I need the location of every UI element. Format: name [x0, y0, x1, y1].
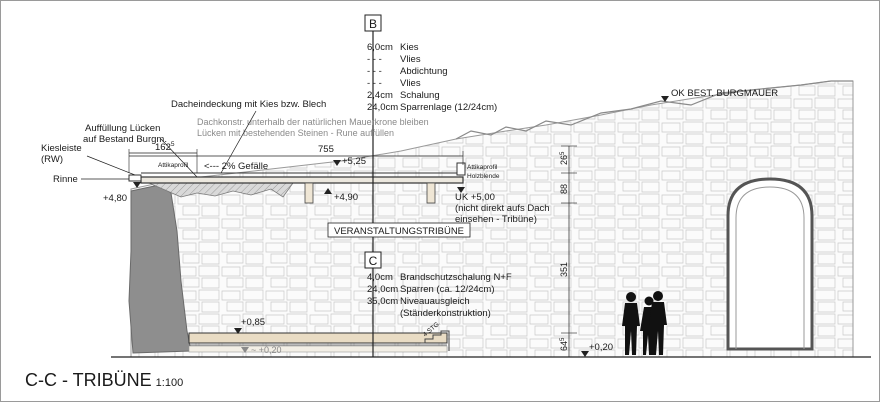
roof-fill — [148, 182, 294, 198]
svg-text:Brandschutzschalung N+F: Brandschutzschalung N+F — [400, 272, 512, 283]
svg-text:+5,25: +5,25 — [342, 156, 366, 167]
dim-h1: 265 — [559, 151, 569, 165]
kiesleiste-label: Kiesleiste — [41, 143, 82, 154]
stairs — [421, 330, 450, 351]
svg-text:4,0cm: 4,0cm — [367, 272, 393, 283]
note-line-1: Dachkonstr. unterhalb der natürlichen Ma… — [197, 117, 429, 127]
level-085: +0,85 — [241, 317, 265, 328]
uk-label-3: einsehen - Tribüne) — [455, 214, 537, 225]
svg-text:Schalung: Schalung — [400, 90, 440, 101]
svg-text:Vlies: Vlies — [400, 78, 421, 89]
post — [426, 182, 436, 204]
wall-crown — [455, 80, 853, 140]
uk-marker — [457, 187, 465, 193]
tribune-title: VERANSTALTUNGSTRIBÜNE — [334, 226, 464, 237]
vertical-dims: 265 88 351 645 — [559, 151, 569, 351]
roof-deck — [140, 176, 464, 184]
level-480: +4,80 — [103, 182, 141, 204]
attika-left-label: Attikaprofil — [158, 162, 189, 169]
roof-cover-label: Dacheindeckung mit Kies bzw. Blech — [171, 99, 326, 110]
layer-legend-b: 6,0cm Kies - - - Vlies - - - Abdichtung - -… — [367, 42, 497, 113]
svg-text:- - -: - - - — [367, 66, 382, 77]
svg-text:- - -: - - - — [367, 54, 382, 65]
ok-wall-marker — [661, 96, 669, 102]
note-line-2: Lücken mit bestehenden Steinen - Rune au… — [197, 128, 394, 138]
svg-text:- - -: - - - — [367, 78, 382, 89]
svg-text:35,0cm: 35,0cm — [367, 296, 398, 307]
level-085-marker — [234, 328, 242, 334]
post — [304, 182, 314, 204]
section-marker-b: B — [369, 17, 377, 31]
level-490: +4,90 — [324, 188, 358, 203]
svg-text:Sparren (ca. 12/24cm): Sparren (ca. 12/24cm) — [400, 284, 495, 295]
dim-width: 755 — [318, 144, 334, 155]
rw-label: (RW) — [41, 154, 63, 165]
level-020-inner: ~ +0,20 — [251, 345, 282, 355]
attika-right-label-2: Holzblende — [467, 173, 500, 180]
dim-left: 1625 — [155, 141, 175, 153]
svg-text:6,0cm: 6,0cm — [367, 42, 393, 53]
svg-text:+4,90: +4,90 — [334, 192, 358, 203]
people-silhouettes — [622, 291, 667, 355]
fill-gaps-label-2: auf Bestand Burgm. — [83, 134, 167, 145]
rinne-label: Rinne — [53, 174, 78, 185]
svg-text:Niveauausgleich: Niveauausgleich — [400, 296, 470, 307]
svg-text:Vlies: Vlies — [400, 54, 421, 65]
svg-text:+4,80: +4,80 — [103, 193, 127, 204]
section-marker-c: C — [369, 254, 378, 268]
level-525: +5,25 — [333, 156, 366, 167]
svg-text:Abdichtung: Abdichtung — [400, 66, 448, 77]
tribune-floor — [188, 332, 448, 344]
level-020: +0,20 — [589, 342, 613, 353]
svg-text:Sparrenlage (12/24cm): Sparrenlage (12/24cm) — [400, 102, 497, 113]
slope-label: <--- 2% Gefälle — [204, 161, 268, 172]
dim-h3: 351 — [559, 262, 569, 277]
svg-text:2,4cm: 2,4cm — [367, 90, 393, 101]
uk-label-1: UK +5,00 — [455, 192, 495, 203]
level-020-marker — [581, 351, 589, 357]
ok-wall-label: OK BEST. BURGMAUER — [671, 88, 778, 99]
attika-right-label-1: Attikaprofil — [467, 164, 498, 171]
svg-text:24,0cm: 24,0cm — [367, 102, 398, 113]
fill-gaps-label-1: Auffüllung Lücken — [85, 123, 160, 134]
arched-opening — [726, 177, 814, 351]
dim-h2: 88 — [559, 184, 569, 194]
svg-text:24,0cm: 24,0cm — [367, 284, 398, 295]
svg-text:(Ständerkonstruktion): (Ständerkonstruktion) — [400, 308, 491, 319]
svg-text:Kies: Kies — [400, 42, 419, 53]
uk-label-2: (nicht direkt aufs Dach — [455, 203, 550, 214]
dim-h4: 645 — [559, 337, 569, 351]
level-020-inner-marker — [241, 347, 249, 353]
